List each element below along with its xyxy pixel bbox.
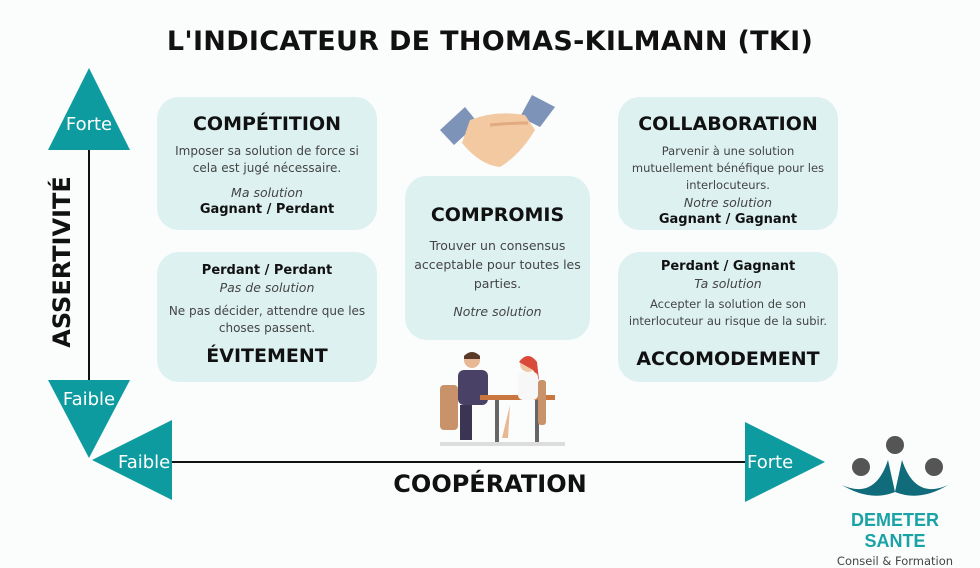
arrow-down-icon [48,380,130,458]
collaboration-description: Parvenir à une solution mutuellement bén… [631,144,825,192]
collaboration-title: COLLABORATION [638,113,818,135]
competition-solution: Ma solution [231,185,303,200]
arrow-up-icon [48,68,130,150]
accomodement-description: Accepter la solution de son interlocuteu… [628,297,828,328]
evitement-description: Ne pas décider, attendre que les choses … [168,304,366,335]
page-title: L'INDICATEUR DE THOMAS-KILMANN (TKI) [166,26,814,57]
competition-title: COMPÉTITION [192,113,342,135]
collaboration-solution: Notre solution [683,195,773,210]
vertical-high-label: Forte [65,114,113,135]
competition-description: Imposer sa solution de force si cela est… [175,144,359,175]
axes [48,68,825,502]
accomodement-box: Perdant / Gagnant Ta solution Accepter l… [618,252,838,382]
accomodement-title: ACCOMODEMENT [636,348,820,370]
meeting-illustration [440,352,565,446]
accomodement-outcome: Perdant / Gagnant [660,259,796,274]
arrow-right-icon [745,422,825,502]
evitement-box: Perdant / Perdant Pas de solution Ne pas… [157,252,377,382]
accomodement-solution: Ta solution [694,276,762,291]
collaboration-box: COLLABORATION Parvenir à une solution mu… [618,97,838,230]
logo-icon [842,436,948,496]
logo: DEMETER SANTE Conseil & Formation [820,430,970,568]
arrow-left-icon [92,420,172,500]
horizontal-axis-label: COOPÉRATION [393,470,587,498]
logo-tagline: Conseil & Formation [836,554,954,568]
collaboration-outcome: Gagnant / Gagnant [658,212,798,227]
compromis-description: Trouver un consensus acceptable pour tou… [414,238,581,291]
vertical-low-label: Faible [62,389,116,410]
competition-box: COMPÉTITION Imposer sa solution de force… [157,97,377,230]
compromis-solution: Notre solution [453,304,542,319]
competition-outcome: Gagnant / Perdant [199,202,335,217]
handshake-icon [440,95,555,167]
evitement-outcome: Perdant / Perdant [201,263,333,278]
compromis-title: COMPROMIS [430,204,565,226]
evitement-solution: Pas de solution [219,280,315,295]
horizontal-high-label: Forte [747,452,794,473]
compromis-box: COMPROMIS Trouver un consensus acceptabl… [405,176,590,340]
horizontal-low-label: Faible [118,452,171,473]
vertical-axis-label: ASSERTIVITÉ [48,176,76,348]
evitement-title: ÉVITEMENT [206,345,328,367]
logo-name: DEMETER SANTE [850,510,939,551]
